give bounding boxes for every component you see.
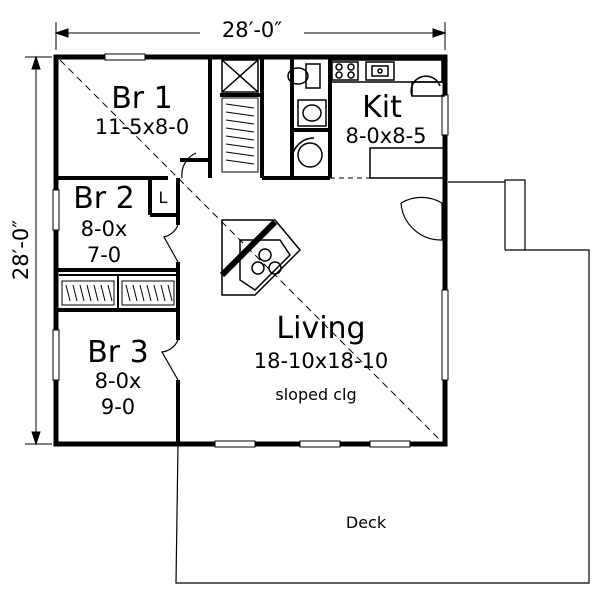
dimension-top-label-bg — [200, 18, 304, 44]
living-size: 18-10x18-10 — [254, 349, 388, 373]
dimension-top-label: 28′-0″ — [222, 18, 282, 42]
sloped-ceiling-line — [59, 59, 443, 443]
dimension-left-label-bg — [7, 198, 33, 302]
br3-size-line1: 8-0x — [95, 369, 142, 393]
deck-outline — [175, 179, 590, 584]
linen-closet-mark: L — [159, 188, 168, 207]
br2-size-line1: 8-0x — [81, 217, 128, 241]
dimension-left — [25, 55, 52, 446]
kitchen-size: 8-0x8-5 — [345, 124, 426, 148]
windows — [52, 53, 449, 448]
br1-size: 11-5x8-0 — [95, 115, 189, 139]
living-note: sloped clg — [275, 385, 356, 404]
br1-name: Br 1 — [111, 81, 173, 116]
fireplace — [219, 219, 302, 296]
br3-name: Br 3 — [87, 335, 149, 370]
closet-hanging-rods — [61, 97, 259, 306]
deck-label: Deck — [346, 513, 387, 532]
br3-size-line2: 9-0 — [101, 395, 135, 419]
wall-details — [59, 274, 178, 308]
doors — [161, 152, 443, 381]
kitchen-name: Kit — [362, 90, 402, 125]
br2-name: Br 2 — [73, 181, 135, 216]
bathroom-fixtures — [221, 59, 327, 168]
living-name: Living — [276, 311, 365, 346]
interior-walls — [56, 57, 332, 444]
dimension-left-label: 28′-0″ — [9, 220, 33, 280]
br2-size-line2: 7-0 — [87, 243, 121, 267]
